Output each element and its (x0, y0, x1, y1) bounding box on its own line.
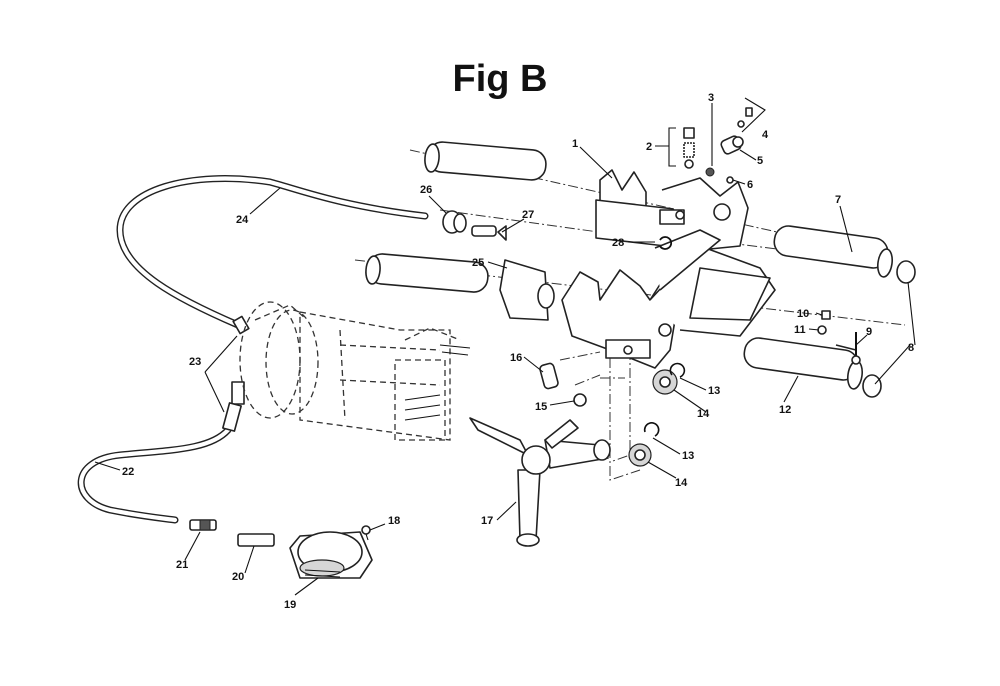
hose-fitting-23 (222, 315, 250, 432)
leader-lines (94, 97, 916, 596)
snap-ring-13 (643, 362, 686, 437)
handle-tube-7 (773, 225, 894, 278)
figure-title: Fig B (452, 58, 548, 100)
hose-24 (116, 175, 429, 329)
pin-6 (726, 176, 734, 184)
clip-10 (821, 310, 831, 320)
callout-27: 27 (522, 209, 534, 221)
gear-14-upper (652, 369, 678, 395)
sleeve-20 (237, 533, 275, 547)
spring-assembly-2 (683, 127, 695, 169)
end-cap-8 (862, 260, 916, 398)
motor-vent-grille (404, 394, 441, 421)
callout-19: 19 (284, 599, 296, 611)
bolt-16 (539, 362, 559, 390)
pin-27 (471, 225, 507, 241)
callout-17: 17 (481, 515, 493, 527)
connector-21 (189, 519, 217, 531)
callout-12: 12 (779, 404, 791, 416)
hose-22 (77, 426, 232, 524)
nut-15 (573, 393, 587, 407)
callout-16: 16 (510, 352, 522, 364)
grommet-26 (442, 210, 467, 234)
callout-7: 7 (835, 194, 841, 206)
callout-1: 1 (572, 138, 578, 150)
valve-5 (720, 135, 744, 155)
handle-tube-lower-left (365, 253, 489, 293)
screw-11 (817, 325, 827, 335)
callout-labels: 1 2 3 4 5 6 7 8 8 9 10 11 12 13 13 14 14… (122, 92, 914, 611)
handle-tube-12 (743, 337, 864, 390)
callout-24: 24 (236, 214, 249, 226)
clamp-block-25 (499, 259, 555, 321)
callout-14-upper: 14 (697, 408, 710, 420)
callout-5: 5 (757, 155, 763, 167)
gear-14-lower (628, 443, 652, 467)
callout-21: 21 (176, 559, 188, 571)
callout-13-upper: 13 (708, 385, 720, 397)
carriage-yoke (561, 229, 776, 369)
tri-handle-17 (469, 417, 611, 547)
motor-phantom (239, 301, 471, 441)
callout-8-lower: 8 (908, 342, 914, 354)
callout-25: 25 (472, 257, 484, 269)
pin-9 (835, 332, 861, 365)
callout-22: 22 (122, 466, 134, 478)
callout-4: 4 (762, 129, 769, 141)
callout-18: 18 (388, 515, 400, 527)
callout-3: 3 (708, 92, 714, 104)
retaining-ring-28 (659, 236, 673, 250)
callout-23: 23 (189, 356, 201, 368)
callout-13-lower: 13 (682, 450, 694, 462)
foot-switch-19 (289, 531, 373, 579)
callout-9: 9 (866, 326, 872, 338)
callout-2: 2 (646, 141, 652, 153)
callout-26: 26 (420, 184, 432, 196)
callout-6: 6 (747, 179, 753, 191)
callout-11: 11 (794, 324, 806, 336)
callout-14-lower: 14 (675, 477, 688, 489)
fitting-4 (737, 107, 753, 128)
callout-28: 28 (612, 237, 624, 249)
ball-3 (705, 167, 715, 177)
callout-10: 10 (797, 308, 809, 320)
callout-15: 15 (535, 401, 547, 413)
callout-20: 20 (232, 571, 244, 583)
handle-tube-upper-left (424, 141, 547, 181)
